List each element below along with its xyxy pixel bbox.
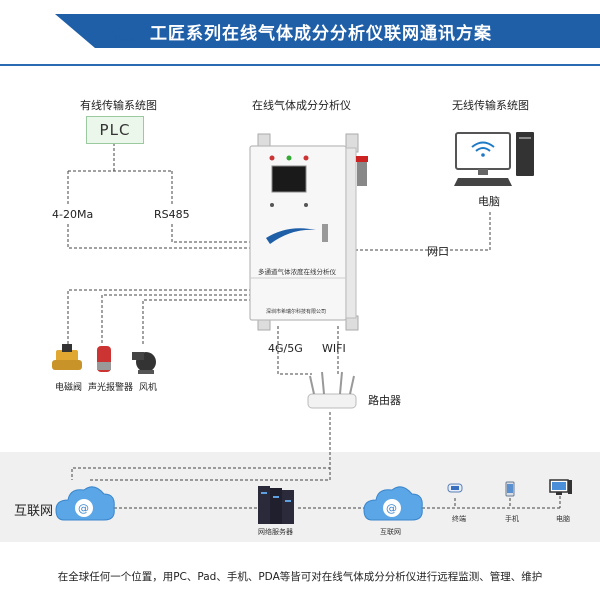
solenoid-valve-icon [52, 344, 82, 370]
cellular-label: 4G/5G [268, 342, 303, 355]
svg-text:@: @ [386, 502, 397, 515]
wifi-label: WIFI [322, 342, 346, 355]
pc-label: 电脑 [556, 515, 570, 523]
page-title: 工匠系列在线气体成分分析仪联网通讯方案 [150, 24, 492, 44]
internet-label: 互联网 [14, 504, 54, 519]
pc-icon [549, 479, 572, 495]
logo-text: 希瑞尔 [114, 34, 135, 43]
alarm-label: 声光报警器 [88, 383, 134, 393]
solenoid-label: 电磁阀 [55, 383, 83, 393]
phone-label: 手机 [505, 515, 519, 523]
network-port-label: 网口 [427, 245, 449, 258]
dashed-connectors [67, 143, 561, 509]
wired-section-title: 有线传输系统图 [80, 99, 157, 112]
sound-light-alarm-icon [97, 346, 111, 372]
header: 希瑞尔 工匠系列在线气体成分分析仪联网通讯方案 [0, 0, 600, 56]
plc-box: PLC [86, 116, 144, 144]
port-4-20ma-label: 4-20Ma [52, 208, 94, 221]
footer-caption: 在全球任何一个位置，用PC、Pad、手机、PDA等皆可对在线气体成分分析仪进行远… [57, 571, 543, 583]
terminal-icon [447, 483, 463, 493]
gas-analyzer-cabinet [249, 133, 368, 331]
computer-label: 电脑 [478, 195, 500, 208]
fan-icon [132, 352, 156, 374]
internet-cloud-icon: @ [55, 486, 115, 521]
analyzer-section-title: 在线气体成分分析仪 [252, 99, 351, 112]
analyzer-panel-name: 多通道气体浓度在线分析仪 [258, 268, 336, 276]
header-divider [0, 64, 600, 66]
terminal-label: 终端 [452, 515, 466, 523]
router-label: 路由器 [368, 394, 401, 407]
fan-label: 风机 [139, 383, 158, 393]
wireless-section-title: 无线传输系统图 [452, 99, 529, 112]
cloud-label: 互联网 [380, 528, 401, 536]
phone-icon [505, 481, 515, 497]
title-bar [55, 14, 600, 48]
company-logo: 希瑞尔 [104, 21, 152, 43]
svg-text:@: @ [78, 502, 89, 515]
server-label: 网络服务器 [258, 528, 293, 536]
analyzer-company: 深圳市希瑞尔科技有限公司 [266, 309, 327, 315]
cloud-icon: @ [363, 486, 423, 521]
server-icon [258, 486, 294, 524]
router-icon [307, 371, 357, 409]
port-rs485-label: RS485 [154, 208, 190, 221]
computer-icon [454, 132, 534, 186]
